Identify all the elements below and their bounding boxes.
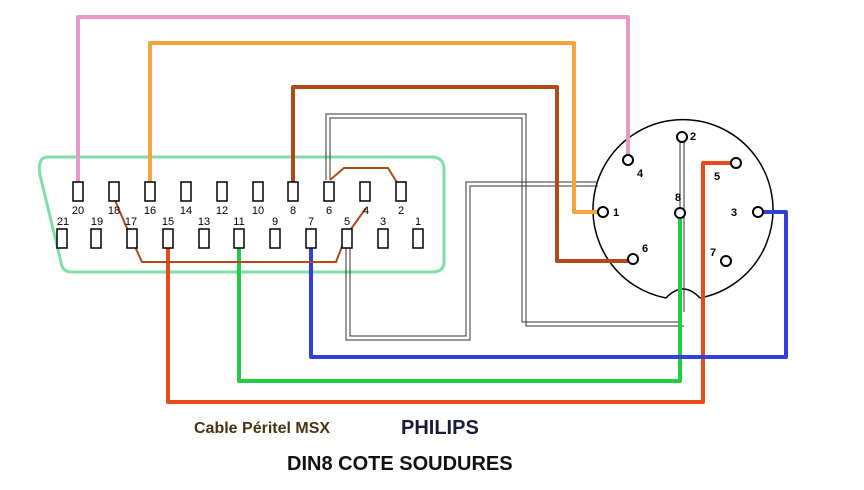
shield-wires xyxy=(325,113,685,341)
din8-pin-8 xyxy=(674,207,686,219)
scart-pin-label: 7 xyxy=(308,216,314,228)
red-wire xyxy=(166,161,735,404)
din8-pin-label: 7 xyxy=(710,247,716,259)
din8-pin-2 xyxy=(676,131,688,143)
scart-pin-label: 19 xyxy=(91,216,103,228)
scart-pin-label: 10 xyxy=(252,205,264,217)
din8-pin-1 xyxy=(597,206,609,218)
din8-pin-labels: 1 2 3 4 5 6 7 8 xyxy=(613,131,737,259)
scart-pin-label: 8 xyxy=(290,205,296,217)
scart-top-pin-labels: 20 18 16 14 12 10 8 6 4 2 xyxy=(72,205,404,217)
scart-pin-label: 12 xyxy=(216,205,228,217)
scart-pin-label: 21 xyxy=(57,216,69,228)
scart-pin-label: 11 xyxy=(233,216,244,228)
din8-key-notch xyxy=(665,288,701,299)
din8-pin-3 xyxy=(752,206,764,218)
din8-pin-5 xyxy=(730,157,742,169)
scart-pin-label: 14 xyxy=(180,205,192,217)
scart-pin-label: 4 xyxy=(363,205,369,217)
din8-pin-label: 5 xyxy=(714,171,720,183)
connector-caption: DIN8 COTE SOUDURES xyxy=(287,453,513,475)
pink-wire xyxy=(76,15,630,184)
din8-pin-label: 2 xyxy=(690,131,696,143)
scart-pin-label: 1 xyxy=(415,216,421,228)
scart-pin-label: 15 xyxy=(162,216,174,228)
din8-pin-label: 1 xyxy=(613,207,619,219)
scart-pin-label: 13 xyxy=(198,216,210,228)
din8-pin-6 xyxy=(627,253,639,265)
green-wire xyxy=(237,216,682,383)
scart-pin-label: 18 xyxy=(108,205,120,217)
colored-wires xyxy=(76,15,788,404)
din8-pin-label: 6 xyxy=(642,243,648,255)
din8-pin-label: 8 xyxy=(675,192,681,204)
scart-pin-label: 2 xyxy=(398,205,404,217)
din8-pin-7 xyxy=(720,255,732,267)
brown-wire-1 xyxy=(291,85,630,263)
din8-connector-outline xyxy=(592,118,774,299)
scart-pin-label: 5 xyxy=(344,216,350,228)
din8-pin-4 xyxy=(622,154,634,166)
scart-top-pins xyxy=(72,181,407,202)
blue-wire xyxy=(309,210,788,359)
din8-pins xyxy=(597,131,764,267)
scart-bottom-pins xyxy=(56,228,424,249)
scart-connector-outline xyxy=(37,155,446,274)
scart-pin-label: 3 xyxy=(380,216,386,228)
scart-pin-label: 6 xyxy=(326,205,332,217)
scart-pin-label: 20 xyxy=(72,205,84,217)
din8-pin-label: 3 xyxy=(731,207,737,219)
brand-caption: PHILIPS xyxy=(401,417,479,439)
scart-pin-label: 16 xyxy=(144,205,156,217)
orange-wire xyxy=(148,41,600,214)
cable-caption: Cable Péritel MSX xyxy=(194,420,331,437)
scart-pin-label: 9 xyxy=(272,216,278,228)
scart-bottom-pin-labels: 21 19 17 15 13 11 9 7 5 3 1 xyxy=(57,216,421,228)
scart-pin-label: 17 xyxy=(125,216,137,228)
din8-pin-label: 4 xyxy=(637,168,644,180)
